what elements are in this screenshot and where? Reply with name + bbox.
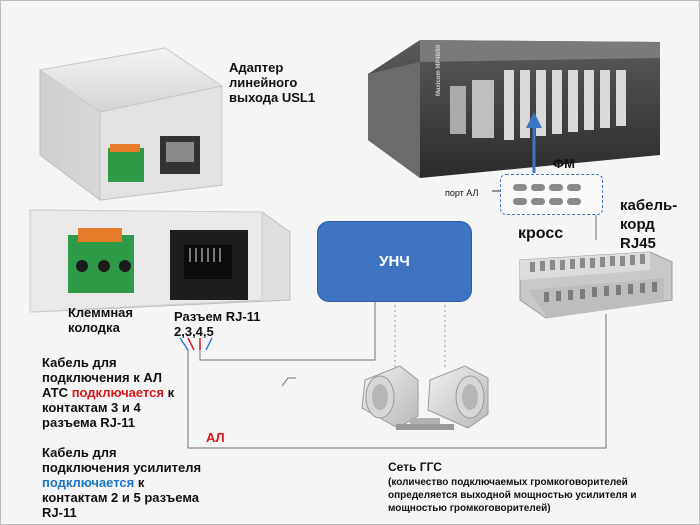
ats-cable-line-5: разъема RJ-11 bbox=[42, 415, 135, 430]
fm-port-indicator bbox=[513, 198, 527, 205]
amplifier-label: УНЧ bbox=[379, 253, 410, 270]
rj11-label-contacts: 2,3,4,5 bbox=[174, 324, 214, 339]
amplifier-box: УНЧ bbox=[317, 221, 472, 302]
amp-cable-highlight: подключается bbox=[42, 475, 135, 490]
ats-cable-line-3-prefix: АТС bbox=[42, 385, 72, 400]
ats-cable-line-3: АТС подключается к bbox=[42, 385, 174, 400]
fm-port-indicator bbox=[567, 184, 581, 191]
fm-port-indicator bbox=[513, 184, 527, 191]
ggs-note-line-2: определяется выходной мощностью усилител… bbox=[388, 490, 637, 501]
al-line-label: АЛ bbox=[206, 430, 225, 445]
adapter-title-line-2: линейного bbox=[229, 75, 298, 90]
fm-to-rack-arrow bbox=[526, 112, 542, 173]
ggs-note-line-3: мощностью громкоговорителей) bbox=[388, 503, 551, 514]
amp-cable-line-3-suffix: к bbox=[134, 475, 145, 490]
amp-cable-text: Кабель для подключения усилителя подключ… bbox=[42, 445, 201, 520]
adapter-title: Адаптер линейного выхода USL1 bbox=[229, 60, 315, 105]
terminal-block-label-line-2: колодка bbox=[68, 320, 120, 335]
cable-cord-line-1: кабель- bbox=[620, 197, 678, 214]
ats-cable-highlight: подключается bbox=[71, 385, 164, 400]
speaker-wiring bbox=[394, 300, 446, 368]
ggs-network-title: Сеть ГГС bbox=[388, 460, 442, 474]
terminal-block-label-line-1: Клеммная bbox=[68, 305, 133, 320]
adapter-photo-top bbox=[38, 47, 224, 201]
pbx-rack-photo bbox=[368, 40, 660, 178]
fm-port-indicator bbox=[531, 184, 545, 191]
fm-port-indicator bbox=[549, 184, 563, 191]
cable-cord-line-3: RJ45 bbox=[620, 235, 656, 252]
ats-cable-text: Кабель для подключения к АЛ АТС подключа… bbox=[42, 355, 174, 430]
port-al-label: порт АЛ bbox=[445, 188, 479, 198]
contact-arrows bbox=[179, 337, 213, 351]
amp-cable-line-1: Кабель для bbox=[42, 445, 117, 460]
ats-cable-line-2: подключения к АЛ bbox=[42, 370, 163, 385]
ggs-note-line-1: (количество подключаемых громкоговорител… bbox=[388, 477, 628, 488]
cross-label: кросс bbox=[518, 225, 564, 242]
fm-port-indicator bbox=[549, 198, 563, 205]
rj11-label: Разъем RJ-11 2,3,4,5 bbox=[174, 309, 260, 339]
terminal-block-label: Клеммная колодка bbox=[68, 305, 133, 335]
ats-cable-line-1: Кабель для bbox=[42, 355, 117, 370]
ats-cable-line-3-suffix: к bbox=[163, 385, 175, 400]
fm-port-indicator bbox=[567, 198, 581, 205]
amp-cable-line-4: контактам 2 и 5 разъема bbox=[42, 490, 200, 505]
fm-module-box bbox=[500, 174, 603, 215]
fm-port-indicator bbox=[531, 198, 545, 205]
speakers-photo bbox=[361, 365, 489, 430]
amp-cable-line-2: подключения усилителя bbox=[42, 460, 202, 475]
fm-label: ФМ bbox=[553, 156, 575, 171]
adapter-photo-bottom bbox=[29, 209, 291, 313]
cable-cord-label: кабель- корд RJ45 bbox=[620, 196, 677, 253]
ats-cable-line-4: контактам 3 и 4 bbox=[42, 400, 141, 415]
device-panel-text: Maxicom MP48/80 bbox=[436, 44, 442, 96]
cross-block-photo bbox=[519, 251, 673, 319]
adapter-title-line-3: выхода USL1 bbox=[229, 90, 316, 105]
rj11-label-line-1: Разъем RJ-11 bbox=[174, 309, 261, 324]
adapter-title-line-1: Адаптер bbox=[229, 60, 284, 75]
ggs-network-note: (количество подключаемых громкоговорител… bbox=[388, 476, 637, 515]
amp-cable-line-5: RJ-11 bbox=[42, 505, 77, 520]
cable-cord-line-2: корд bbox=[620, 216, 655, 233]
amp-cable-line-3: подключается к bbox=[42, 475, 201, 490]
